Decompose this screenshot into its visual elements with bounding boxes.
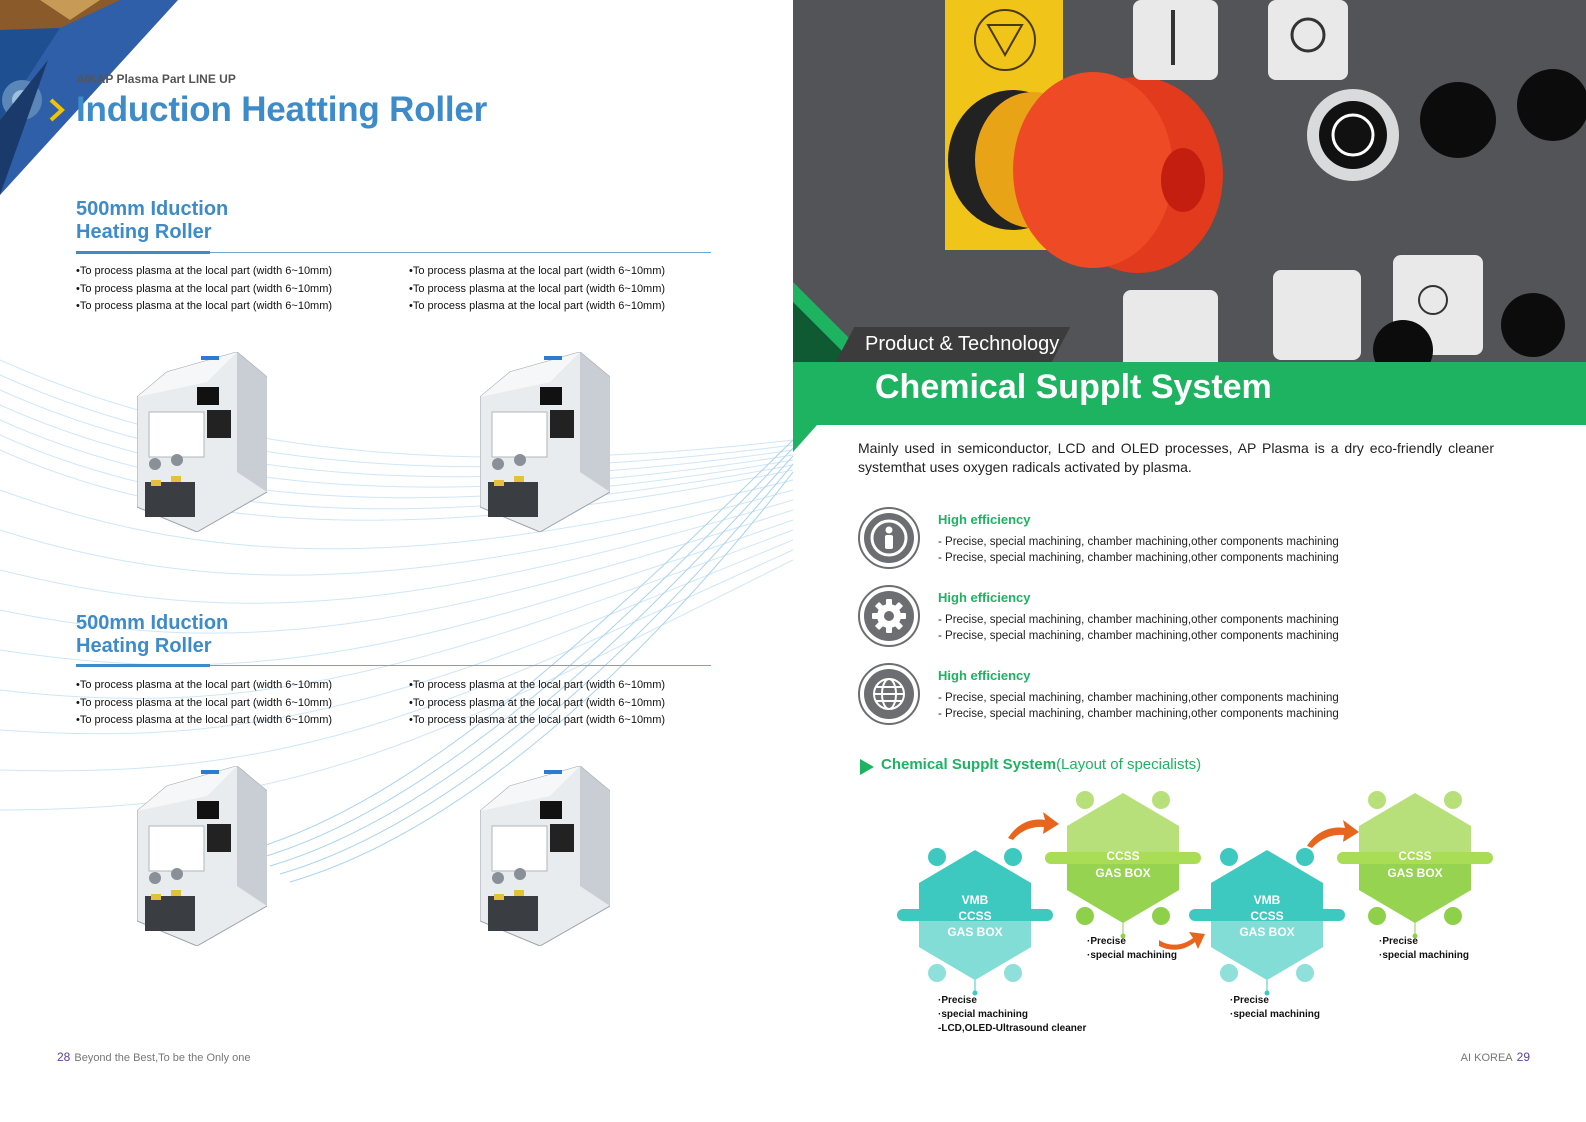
list-item: •To process plasma at the local part (wi… (76, 714, 333, 726)
hex-1-line-2: CCSS (958, 909, 991, 923)
note-line: ·Precise (1379, 936, 1418, 947)
note-line: ·special machining (1087, 950, 1178, 961)
feature-title: High efficiency (938, 512, 1031, 527)
list-item: •To process plasma at the local part (wi… (409, 679, 666, 691)
hex-2-line-1: CCSS (1106, 849, 1139, 863)
person-recycle-icon (858, 507, 920, 569)
section-title-line2: Heating Roller (76, 221, 212, 243)
subsection-heading-note: (Layout of specialists) (1056, 756, 1202, 773)
flow-arrow-icon (1008, 812, 1059, 840)
list-item: •To process plasma at the local part (wi… (409, 300, 666, 312)
section-divider-accent (76, 251, 210, 254)
bullet-list-col1: •To process plasma at the local part (wi… (76, 677, 332, 730)
hex-3-line-1: VMB (1254, 893, 1281, 907)
list-item: •To process plasma at the local part (wi… (76, 696, 333, 709)
section-heading: Chemical Supplt System (875, 368, 1272, 406)
bullet-list-col2: •To process plasma at the local part (wi… (409, 263, 665, 316)
section-title-2: 500mm Iduction Heating Roller (76, 612, 228, 658)
hex-4-line-2: GAS BOX (1387, 866, 1442, 880)
hex-1-line-1: VMB (962, 893, 989, 907)
circuit-breaker-image (137, 352, 267, 532)
list-item: •To process plasma at the local part (wi… (409, 282, 666, 295)
note-line: ·Precise (1230, 995, 1269, 1006)
subsection-heading-bold: Chemical Supplt System (881, 756, 1057, 773)
globe-icon (858, 663, 920, 725)
gas-box-flow-diagram: VMB CCSS GAS BOX CCSS GAS BOX VMB CCSS G… (897, 791, 1493, 996)
list-item: •To process plasma at the local part (wi… (409, 696, 666, 709)
flow-arrow-icon (1159, 932, 1205, 950)
section-divider (76, 252, 711, 253)
category-tab: Product & Technology (865, 333, 1060, 355)
lineup-kicker: AIKAP Plasma Part LINE UP (76, 72, 236, 86)
title-band (793, 362, 1586, 425)
note-line: ·Precise (1087, 936, 1126, 947)
left-page: AIKAP Plasma Part LINE UP Induction Heat… (0, 0, 793, 1064)
hex-node-1 (897, 848, 1053, 996)
note-line: ·special machining (938, 1009, 1029, 1020)
hex-node-2 (1045, 791, 1201, 939)
hex-1-line-3: GAS BOX (947, 925, 1002, 939)
note-line: ·special machining (1379, 950, 1470, 961)
subsection-heading: Chemical Supplt System(Layout of special… (881, 756, 1201, 773)
circuit-breaker-image (137, 766, 267, 946)
bullet-list-col1: •To process plasma at the local part (wi… (76, 263, 332, 316)
feature-line: - Precise, special machining, chamber ma… (938, 692, 1339, 704)
note-line: ·special machining (1230, 1009, 1321, 1020)
feature-line: - Precise, special machining, chamber ma… (938, 630, 1339, 642)
corner-photo-decoration (0, 0, 178, 195)
page-number: 29 (1516, 1050, 1530, 1064)
hex-4-line-1: CCSS (1398, 849, 1431, 863)
right-page: Product & Technology Chemical Supplt Sys… (793, 0, 1586, 1122)
wave-lines-decoration (0, 359, 793, 883)
hex-3-line-3: GAS BOX (1239, 925, 1294, 939)
hex-node-4 (1337, 791, 1493, 939)
list-item: •To process plasma at the local part (wi… (76, 265, 333, 277)
hex-3-line-2: CCSS (1250, 909, 1283, 923)
flow-arrow-icon (1307, 820, 1359, 848)
page-title: Induction Heatting Roller (76, 90, 488, 129)
section-title-line1: 500mm Iduction (76, 198, 229, 220)
section-title-line1: 500mm Iduction (76, 612, 229, 634)
section-divider-accent (76, 664, 210, 667)
feature-line: - Precise, special machining, chamber ma… (938, 552, 1339, 564)
hex-node-3 (1189, 848, 1345, 996)
hex-2-line-2: GAS BOX (1095, 866, 1150, 880)
footer-slogan: Beyond the Best,To be the Only one (74, 1052, 251, 1064)
play-triangle-icon (860, 759, 874, 775)
intro-paragraph: Mainly used in semiconductor, LCD and OL… (858, 440, 1494, 475)
gear-icon (858, 585, 920, 647)
list-item: •To process plasma at the local part (wi… (76, 282, 333, 295)
diagram-note-2: ·Precise ·special machining (1087, 935, 1177, 963)
section-title-1: 500mm Iduction Heating Roller (76, 198, 228, 244)
bullet-list-col2: •To process plasma at the local part (wi… (409, 677, 665, 730)
list-item: •To process plasma at the local part (wi… (76, 679, 333, 691)
feature-title: High efficiency (938, 590, 1031, 605)
feature-line: - Precise, special machining, chamber ma… (938, 536, 1339, 548)
circuit-breaker-image (480, 352, 610, 532)
feature-line: - Precise, special machining, chamber ma… (938, 614, 1339, 626)
circuit-breaker-image (480, 766, 610, 946)
chevron-right-icon (49, 98, 65, 122)
page-number: 28 (57, 1050, 71, 1064)
list-item: •To process plasma at the local part (wi… (409, 265, 666, 277)
feature-title: High efficiency (938, 668, 1031, 683)
control-panel-photo (793, 0, 1586, 362)
feature-line: - Precise, special machining, chamber ma… (938, 708, 1339, 720)
list-item: •To process plasma at the local part (wi… (76, 300, 333, 312)
diagram-note-4: ·Precise ·special machining (1379, 935, 1469, 963)
section-title-line2: Heating Roller (76, 635, 212, 657)
list-item: •To process plasma at the local part (wi… (409, 714, 666, 726)
note-line: ·Precise (938, 995, 977, 1006)
section-divider (76, 665, 711, 666)
diagram-note-1: ·Precise ·special machining -LCD,OLED-Ul… (938, 994, 1086, 1036)
note-line-extra: -LCD,OLED-Ultrasound cleaner (938, 1023, 1087, 1034)
diagram-note-3: ·Precise ·special machining (1230, 994, 1320, 1022)
footer-brand: AI KOREA (1460, 1052, 1513, 1064)
